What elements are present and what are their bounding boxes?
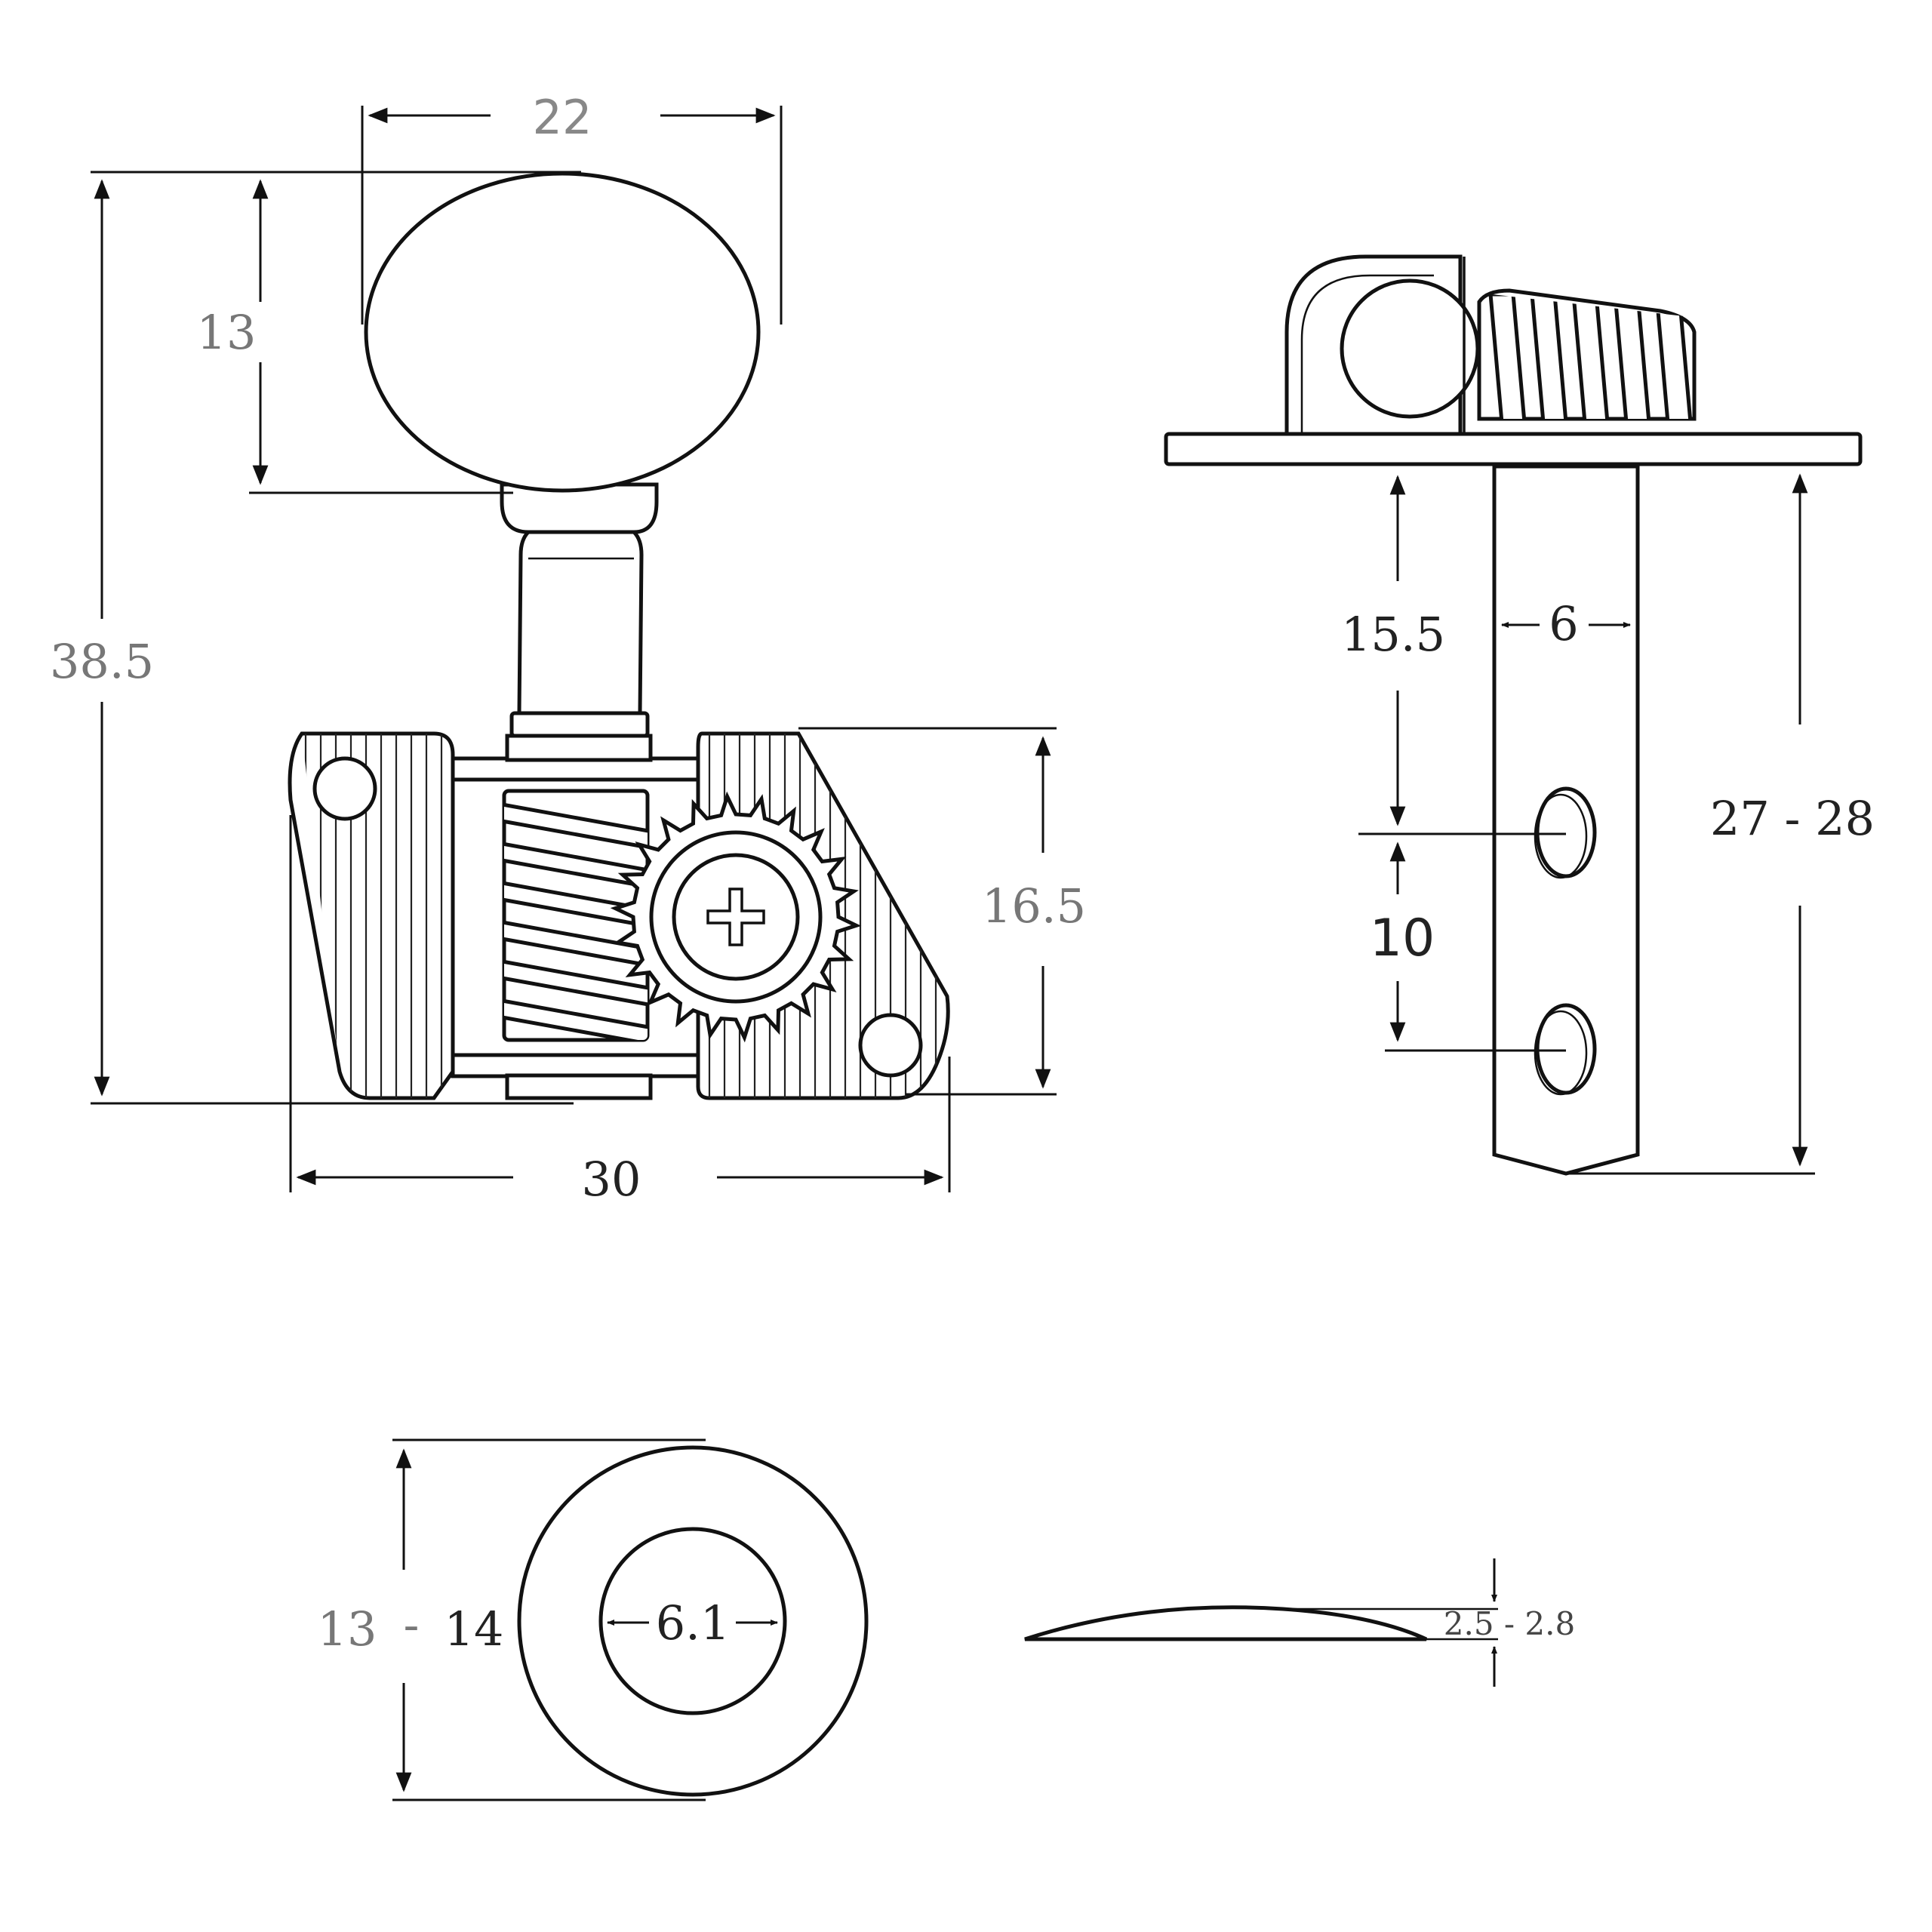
- base-plate: [1164, 432, 1863, 466]
- side-worm-gear: [1477, 288, 1697, 421]
- label-washer-inner: 6.1: [656, 1595, 731, 1651]
- housing-left-wing: [288, 731, 455, 1100]
- label-washer-outer-max: 14: [445, 1601, 504, 1657]
- washer-front-view: 13 - 14 6.1: [318, 1438, 869, 1801]
- dim-knob-width: 22: [361, 90, 783, 325]
- dim-knob-height: 13: [197, 179, 513, 494]
- mount-hole-right: [858, 1013, 923, 1078]
- label-washer-outer-min: 13: [318, 1601, 377, 1657]
- label-knob-width: 22: [533, 90, 592, 145]
- dim-post-upper-length: 15.5: [1341, 475, 1566, 835]
- label-hole-spacing: 10: [1370, 909, 1435, 968]
- spur-gear: [610, 791, 862, 1043]
- label-post-diameter: 6: [1549, 596, 1578, 651]
- side-housing: [1284, 254, 1480, 436]
- label-post-total-length: 27 - 28: [1710, 791, 1875, 846]
- washer-side-view: 2.5 - 2.8: [1024, 1558, 1575, 1687]
- label-housing-width: 30: [582, 1152, 641, 1207]
- label-washer-outer: 13 - 14: [318, 1597, 504, 1657]
- label-overall-height: 38.5: [50, 634, 154, 689]
- string-post: [1492, 464, 1640, 1176]
- side-shaft-circle: [1340, 278, 1480, 419]
- worm-gear: [502, 789, 650, 1042]
- label-washer-thickness: 2.5 - 2.8: [1444, 1605, 1575, 1642]
- screw-head: [672, 853, 800, 981]
- phillips-cross-icon: [706, 888, 765, 946]
- dim-overall-height: 38.5: [50, 171, 581, 1105]
- front-view: 22 13 38.5 16.5: [50, 90, 1086, 1207]
- tuner-knob: [364, 171, 761, 493]
- dim-post-diameter: 6: [1501, 596, 1631, 651]
- label-knob-height: 13: [197, 305, 257, 360]
- side-view: 6 15.5 10 27 - 28: [1164, 254, 1875, 1176]
- label-washer-outer-sep: -: [404, 1597, 420, 1652]
- knob-shaft: [500, 482, 659, 738]
- dim-post-total-length: 27 - 28: [1566, 473, 1875, 1175]
- washer-inner: [598, 1527, 787, 1715]
- label-post-upper-length: 15.5: [1341, 607, 1445, 662]
- dim-housing-width: 30: [289, 815, 951, 1207]
- mount-hole-left: [312, 756, 377, 821]
- dim-hole-spacing: 10: [1370, 841, 1566, 1052]
- dim-housing-height: 16.5: [798, 727, 1086, 1096]
- label-housing-height: 16.5: [982, 878, 1086, 934]
